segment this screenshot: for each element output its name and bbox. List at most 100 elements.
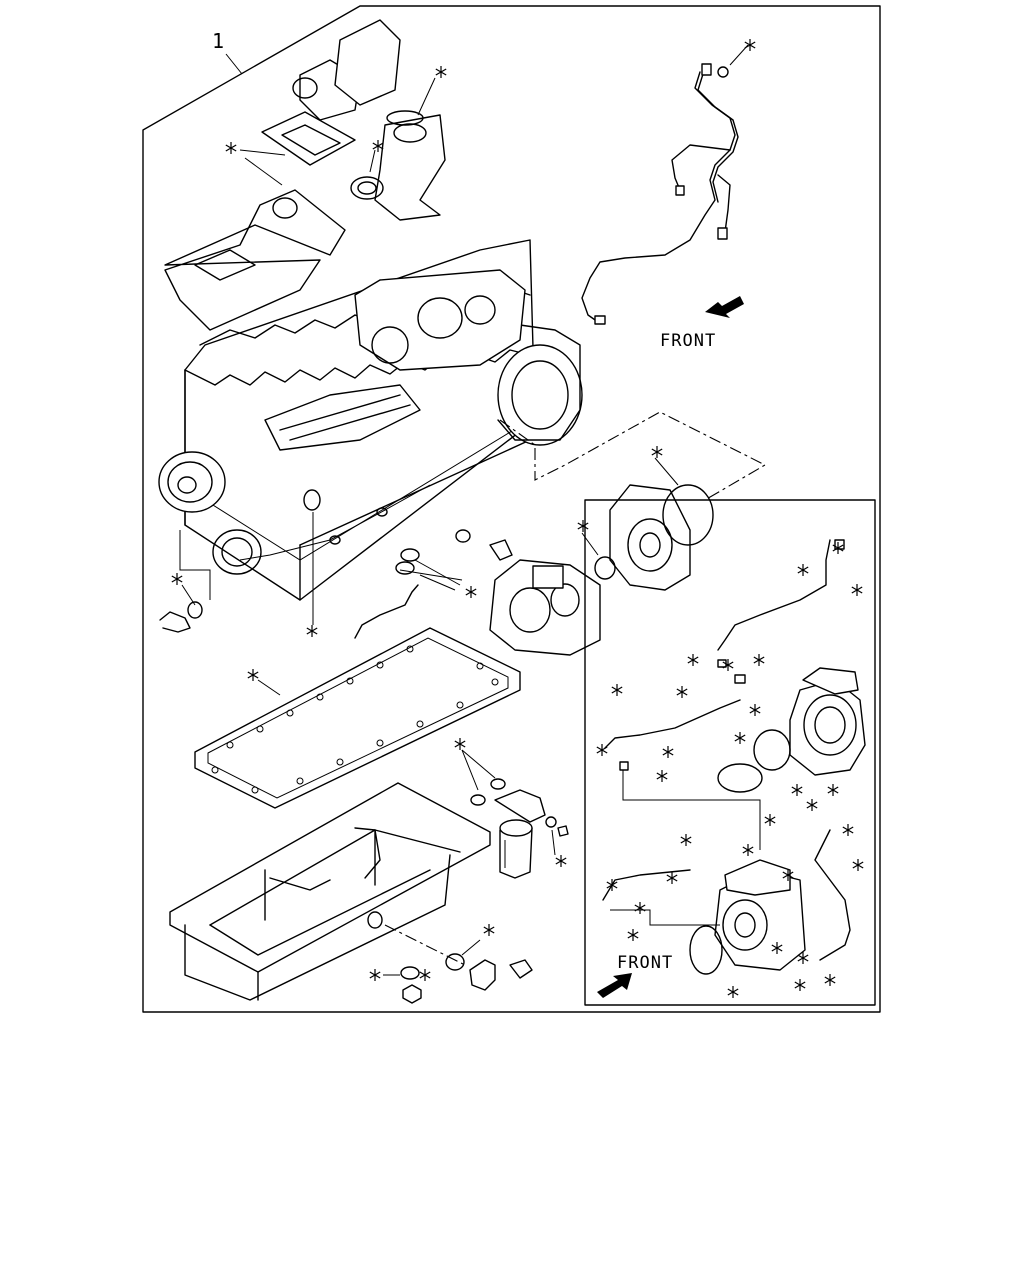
kit-marker-asterisk — [791, 784, 803, 796]
marker-leaders — [181, 44, 749, 976]
kit-marker-asterisk — [744, 39, 756, 51]
kit-marker-asterisk — [372, 140, 384, 152]
kit-marker-asterisk — [419, 969, 431, 981]
kit-marker-asterisk — [794, 979, 806, 991]
kit-marker-asterisk — [454, 738, 466, 750]
oil-pan-gasket-inner — [207, 637, 509, 799]
bolt — [557, 825, 569, 837]
intake-throttle-assembly — [261, 19, 446, 221]
oil-pipe — [159, 611, 191, 633]
item-number-leader — [225, 53, 243, 75]
kit-marker-asterisk — [662, 746, 674, 758]
seal-ring — [395, 561, 415, 575]
drain-plug-o-ring — [445, 953, 465, 971]
oil-pan-gasket — [194, 627, 521, 809]
front-arrow-inset — [597, 973, 632, 998]
oil-filter — [494, 789, 546, 879]
front-label-inset: FRONT — [617, 953, 673, 973]
pump-o-ring — [594, 556, 616, 580]
engine-block — [158, 239, 583, 601]
injection-pump — [489, 539, 601, 656]
oil-level-sensor — [469, 959, 496, 991]
kit-marker-asterisk — [171, 573, 183, 585]
seal-ring — [470, 794, 486, 806]
drain-plug — [402, 984, 422, 1004]
guide-line-drain — [384, 924, 466, 966]
oil-pan — [169, 782, 491, 1001]
kit-marker-asterisk — [656, 770, 668, 782]
injection-pipe-harness — [581, 63, 739, 325]
seal-ring — [455, 529, 471, 543]
compressor-pipe — [602, 869, 691, 901]
seal-ring — [303, 489, 321, 511]
kit-marker-asterisk — [666, 872, 678, 884]
rear-cover — [609, 484, 691, 591]
kit-marker-asterisk — [225, 142, 237, 154]
seal-ring — [187, 601, 203, 619]
kit-marker-asterisk — [842, 824, 854, 836]
kit-marker-asterisk — [797, 564, 809, 576]
kit-marker-asterisk — [634, 902, 646, 914]
item-number-callout: 1 — [212, 29, 224, 53]
kit-marker-asterisk — [369, 969, 381, 981]
leader-box — [179, 530, 211, 600]
turbo-oil-feed-pipe — [717, 539, 831, 651]
kit-marker-asterisk — [483, 924, 495, 936]
kit-marker-asterisk — [676, 686, 688, 698]
kit-marker-asterisk — [555, 855, 567, 867]
kit-marker-asterisk — [797, 952, 809, 964]
seal-ring — [490, 778, 506, 790]
kit-marker-asterisk — [435, 66, 447, 78]
kit-marker-asterisk — [806, 799, 818, 811]
compressor-pipe — [814, 829, 851, 961]
turbo-clamp — [753, 729, 791, 771]
kit-marker-asterisk — [742, 844, 754, 856]
kit-marker-asterisk — [687, 654, 699, 666]
kit-marker-asterisk — [611, 684, 623, 696]
pipe-fitting — [734, 674, 746, 684]
kit-marker-asterisk — [851, 584, 863, 596]
rear-cover-o-ring — [662, 484, 714, 546]
kit-marker-asterisk — [852, 859, 864, 871]
front-arrow-main — [705, 296, 744, 318]
kit-marker-asterisk — [627, 929, 639, 941]
seal-ring — [400, 548, 420, 562]
kit-marker-asterisk — [306, 625, 318, 637]
turbo-gasket-ring — [717, 763, 763, 793]
seal-ring — [545, 816, 557, 828]
kit-marker-asterisk — [722, 659, 734, 671]
pipe-fitting — [619, 761, 629, 771]
kit-marker-asterisk — [827, 784, 839, 796]
drain-washer — [400, 966, 420, 980]
kit-marker-asterisk — [832, 542, 844, 554]
inset-guide-line — [610, 909, 720, 926]
kit-marker-asterisk — [465, 586, 477, 598]
kit-marker-asterisk — [824, 974, 836, 986]
kit-marker-asterisk — [651, 446, 663, 458]
sensor-connector — [509, 959, 533, 979]
air-compressor — [714, 859, 806, 971]
kit-marker-asterisk — [727, 986, 739, 998]
oil-pan-gasket-holes — [211, 645, 499, 794]
kit-marker-asterisk — [749, 704, 761, 716]
kit-marker-asterisk — [753, 654, 765, 666]
kit-marker-asterisk — [771, 942, 783, 954]
rocker-cover-gasket — [164, 189, 346, 331]
turbocharger — [789, 667, 866, 776]
kit-boundary-frame — [142, 5, 881, 1013]
compressor-o-ring — [689, 925, 723, 975]
inset-guide-line — [622, 770, 761, 850]
turbo-oil-return-pipe — [604, 699, 741, 749]
kit-marker-asterisk — [734, 732, 746, 744]
kit-marker-asterisk — [577, 520, 589, 532]
kit-markers — [171, 39, 864, 998]
kit-marker-asterisk — [680, 834, 692, 846]
kit-marker-asterisk — [247, 669, 259, 681]
kit-marker-asterisk — [764, 814, 776, 826]
kit-marker-asterisk — [782, 869, 794, 881]
oil-return-pipe — [354, 584, 419, 639]
kit-marker-asterisk — [596, 744, 608, 756]
inset-frame — [584, 499, 876, 1006]
kit-marker-asterisk — [606, 879, 618, 891]
